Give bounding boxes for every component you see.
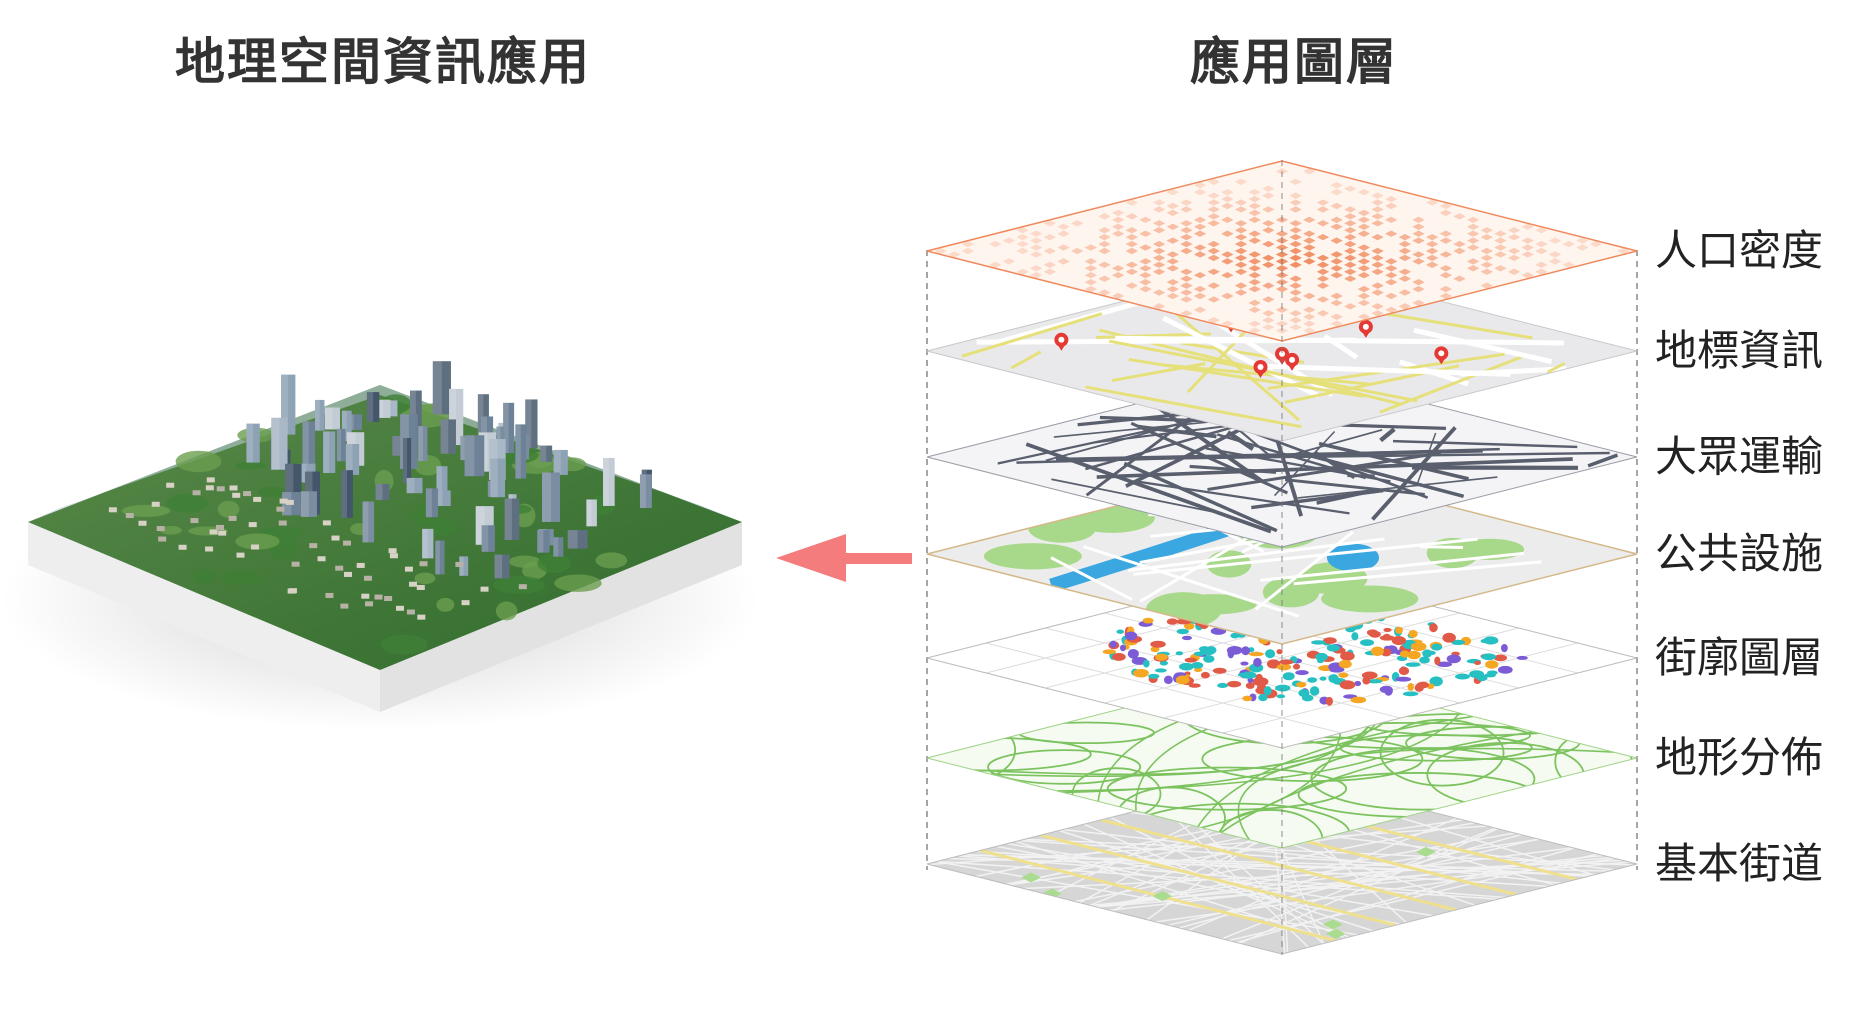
- layer-label-terrain: 地形分佈: [1655, 733, 1824, 782]
- city-aerial-block: [28, 361, 742, 655]
- layer-label-landmark-info: 地標資訊: [1655, 326, 1824, 375]
- layer-label-public-transit: 大眾運輸: [1655, 432, 1824, 481]
- layer-label-population-density: 人口密度: [1655, 226, 1824, 275]
- layer-label-public-facilities: 公共設施: [1655, 529, 1824, 578]
- left-title: 地理空間資訊應用: [175, 33, 591, 91]
- layer-label-street-blocks: 街廓圖層: [1655, 633, 1824, 682]
- city-block-left-side: [28, 522, 380, 712]
- city-block: [0, 361, 760, 730]
- city-block-right-side: [380, 522, 742, 712]
- layer-stack: [926, 160, 1638, 955]
- arrow-left-icon: [776, 534, 912, 582]
- right-title: 應用圖層: [1190, 33, 1398, 91]
- layer-label-basic-streets: 基本街道: [1655, 839, 1824, 888]
